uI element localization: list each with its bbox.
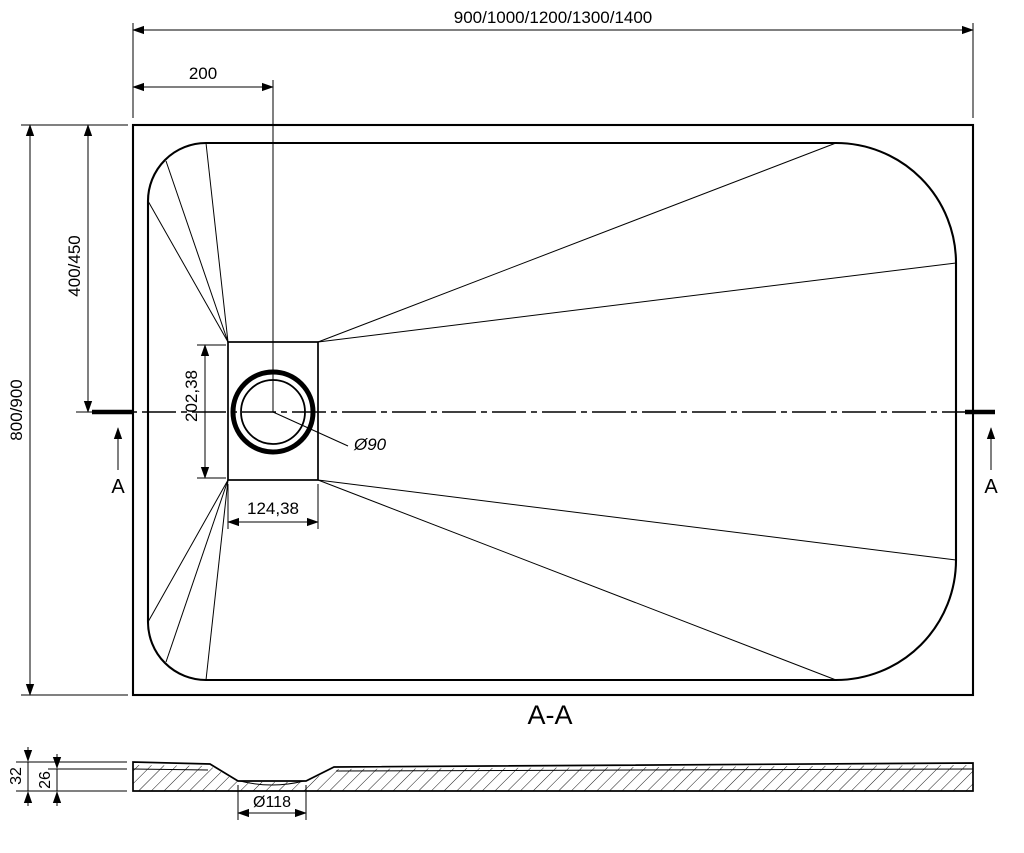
dim-label-drain-recess-diameter: Ø118 <box>253 794 291 811</box>
dim-drain-recess-diameter: Ø118 <box>237 785 307 820</box>
dim-drain-box-width: 124,38 <box>227 484 319 529</box>
section-surface-lines <box>132 768 974 786</box>
slope-line <box>205 142 229 343</box>
dim-overall-width: 900/1000/1200/1300/1400 <box>132 8 974 118</box>
dim-drain-offset-x: 200 <box>132 64 274 412</box>
tray-outer-outline <box>131 123 975 697</box>
slope-line <box>317 479 837 681</box>
dim-label-section-total-height: 32 <box>8 767 25 785</box>
slope-line <box>317 262 957 343</box>
section-letter-left: A <box>111 476 125 498</box>
dim-label-drain-offset-x: 200 <box>189 64 217 83</box>
dim-drain-box-height: 202,38 <box>182 344 226 479</box>
slope-line <box>165 160 229 343</box>
slope-line <box>147 479 229 623</box>
dim-label-drain-offset-y: 400/450 <box>65 235 84 296</box>
section-letter-right: A <box>984 476 998 498</box>
dim-label-section-inner-height: 26 <box>37 771 54 789</box>
section-view-title: A-A <box>527 700 572 730</box>
slope-line <box>147 200 229 343</box>
dim-label-overall-depth: 800/900 <box>7 379 26 440</box>
dim-section-inner-height: 26 <box>37 754 127 806</box>
leader-line <box>272 411 349 447</box>
dim-drain-diameter: Ø90 <box>272 411 387 454</box>
dim-label-drain-box-height: 202,38 <box>182 370 201 422</box>
dim-drain-offset-y: 400/450 <box>65 124 93 413</box>
tray-inner-outline <box>146 141 958 682</box>
top-view: A A 900/1000/1200/1300/1400 200 800/900 <box>7 8 998 697</box>
drain-recess-line <box>239 780 305 786</box>
dim-label-drain-box-width: 124,38 <box>247 499 299 518</box>
slope-line <box>205 479 229 681</box>
dim-label-overall-width: 900/1000/1200/1300/1400 <box>454 8 653 27</box>
dim-section-total-height: 32 <box>8 747 127 806</box>
surface-line <box>132 768 209 771</box>
slope-line <box>317 479 957 561</box>
surface-line <box>335 768 974 772</box>
section-view: A-A 32 26 <box>8 700 974 820</box>
slope-line <box>317 142 837 343</box>
slope-lines <box>147 142 957 681</box>
dim-label-drain-diameter: Ø90 <box>353 435 387 454</box>
dim-overall-depth: 800/900 <box>7 124 128 696</box>
section-markers: A A <box>111 427 998 498</box>
section-profile-outline <box>132 761 974 792</box>
slope-line <box>165 479 229 663</box>
section-hatching <box>133 765 973 791</box>
